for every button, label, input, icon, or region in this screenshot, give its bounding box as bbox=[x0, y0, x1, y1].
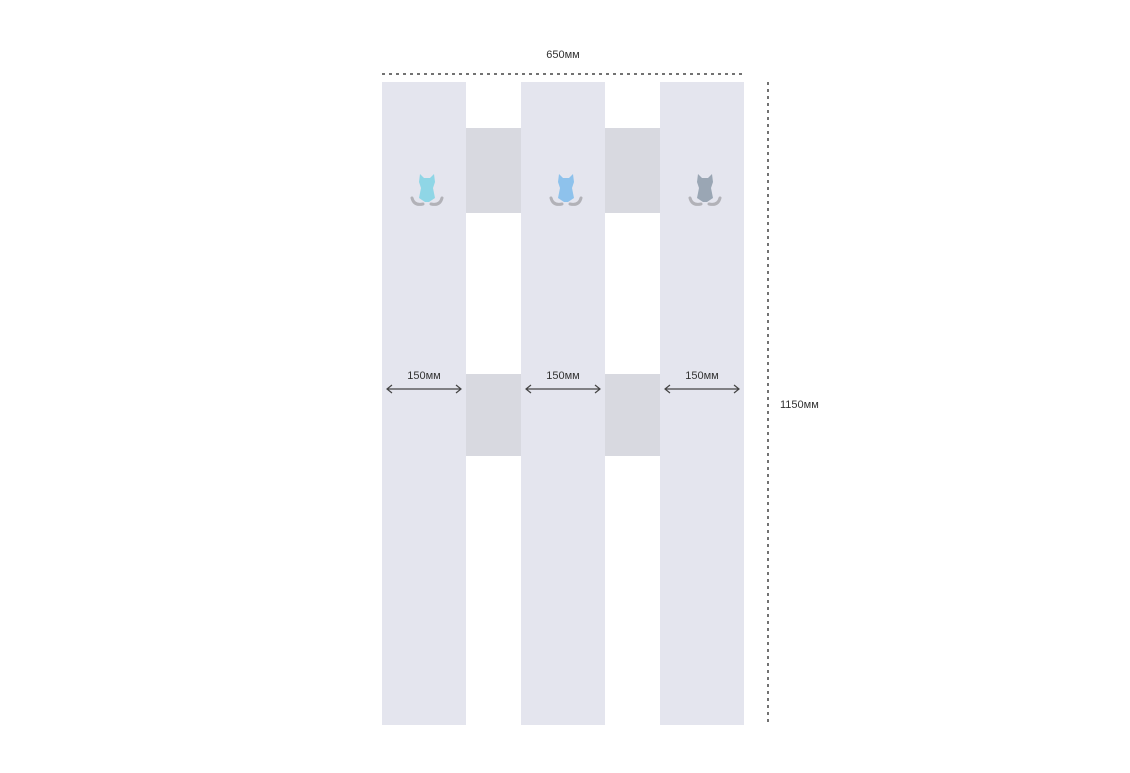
hook-left-icon bbox=[410, 174, 444, 206]
crossbar-top-left bbox=[465, 128, 522, 213]
width-label: 650мм bbox=[546, 49, 579, 61]
panel-width-arrow-left bbox=[386, 384, 462, 394]
panel-width-label-center: 150мм bbox=[546, 370, 579, 382]
hook-center-icon bbox=[549, 174, 583, 206]
crossbar-mid-right bbox=[604, 374, 661, 456]
panel-width-arrow-right bbox=[664, 384, 740, 394]
panel-width-arrow-center bbox=[525, 384, 601, 394]
crossbar-top-right bbox=[604, 128, 661, 213]
hook-right-icon bbox=[688, 174, 722, 206]
panel-width-label-right: 150мм bbox=[685, 370, 718, 382]
panel-width-label-left: 150мм bbox=[407, 370, 440, 382]
crossbar-mid-left bbox=[465, 374, 522, 456]
height-label: 1150мм bbox=[780, 399, 819, 411]
